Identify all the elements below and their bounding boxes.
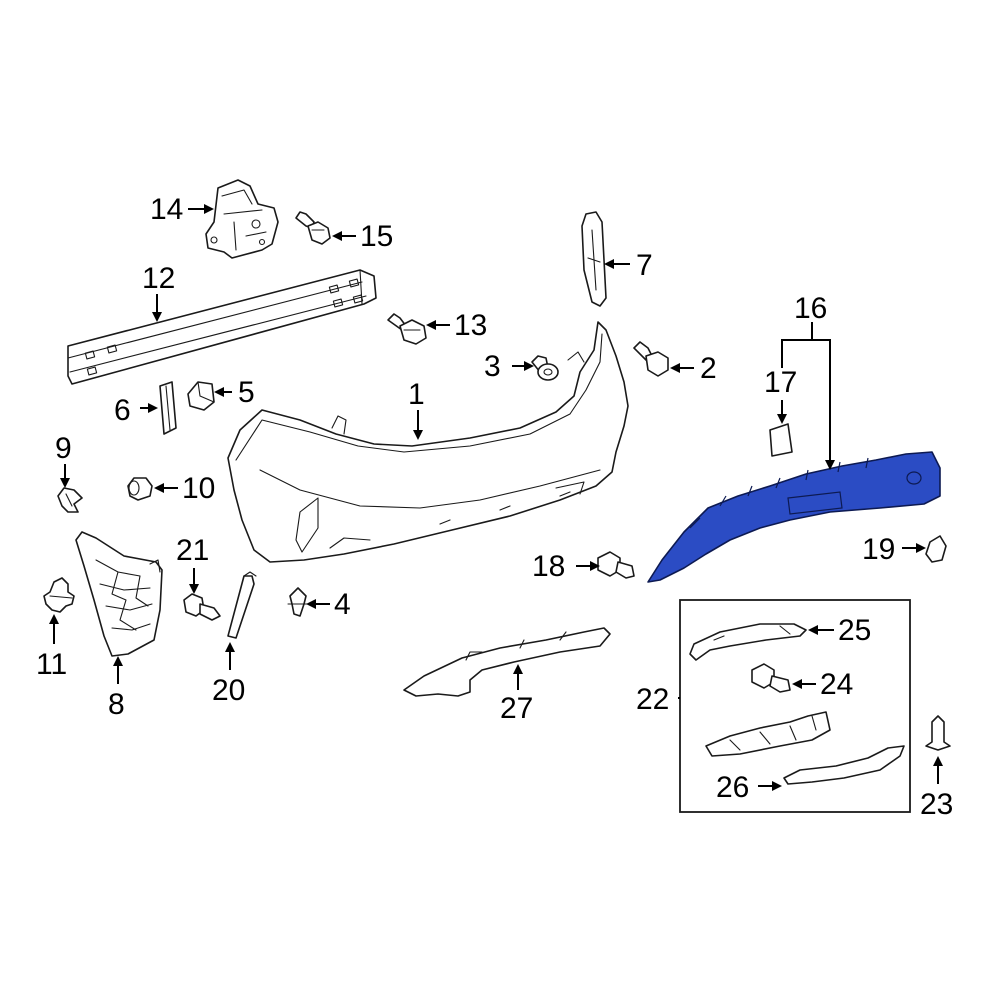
leader-lines xyxy=(49,204,943,791)
part-12-reinforcement[interactable] xyxy=(67,269,377,385)
callout-27: 27 xyxy=(500,692,533,725)
callout-26: 26 xyxy=(716,771,749,804)
callout-2: 2 xyxy=(700,352,717,385)
part-19-plug[interactable] xyxy=(925,535,947,563)
part-23-pin[interactable] xyxy=(925,715,951,751)
part-24-bolt[interactable] xyxy=(751,663,791,693)
callout-15: 15 xyxy=(360,220,393,253)
callout-16: 16 xyxy=(794,292,827,325)
callout-17: 17 xyxy=(764,366,797,399)
part-10-grommet[interactable] xyxy=(127,477,153,501)
part-17-label[interactable] xyxy=(769,423,793,457)
part-16-rear-diffuser-highlighted[interactable] xyxy=(647,451,941,583)
part-11-push-clip[interactable] xyxy=(43,577,75,613)
callout-14: 14 xyxy=(150,193,183,226)
part-6-pad[interactable] xyxy=(159,381,177,435)
callout-21: 21 xyxy=(176,534,209,567)
callout-9: 9 xyxy=(55,432,72,465)
callout-6: 6 xyxy=(114,394,131,427)
part-8-side-bracket[interactable] xyxy=(75,531,163,657)
callout-25: 25 xyxy=(838,614,871,647)
callout-18: 18 xyxy=(532,550,565,583)
part-7-side-bracket[interactable] xyxy=(581,211,607,307)
kit-22-box xyxy=(679,599,911,813)
callout-11: 11 xyxy=(36,648,67,681)
callout-24: 24 xyxy=(820,668,853,701)
callout-4: 4 xyxy=(334,588,351,621)
part-4-clip[interactable] xyxy=(287,587,309,617)
part-2-bolt[interactable] xyxy=(633,341,669,377)
callout-10: 10 xyxy=(182,472,215,505)
callout-23: 23 xyxy=(920,788,953,821)
part-5-pad[interactable] xyxy=(187,381,215,411)
part-18-bolt[interactable] xyxy=(597,551,635,579)
part-26-molding-lower[interactable] xyxy=(783,745,905,785)
part-1-bumper-cover[interactable] xyxy=(227,321,629,563)
callout-1: 1 xyxy=(408,378,425,411)
callout-3: 3 xyxy=(484,350,501,383)
part-3-fastener[interactable] xyxy=(531,355,559,381)
callout-19: 19 xyxy=(862,533,895,566)
part-27-molding[interactable] xyxy=(403,627,611,697)
callout-labels: 14 15 12 13 7 3 2 1 5 6 9 10 16 17 19 18… xyxy=(36,193,953,821)
part-20-rod[interactable] xyxy=(227,571,257,639)
callout-22: 22 xyxy=(636,683,669,716)
part-13-bolt[interactable] xyxy=(387,313,427,345)
callout-20: 20 xyxy=(212,674,245,707)
part-9-clip[interactable] xyxy=(57,487,83,513)
part-26-molding-upper[interactable] xyxy=(705,711,831,757)
callout-5: 5 xyxy=(238,376,255,409)
callout-8: 8 xyxy=(108,688,125,721)
part-15-bolt[interactable] xyxy=(295,211,331,245)
callout-13: 13 xyxy=(454,309,487,342)
part-14-bracket[interactable] xyxy=(205,179,279,259)
callout-7: 7 xyxy=(636,249,653,282)
part-25-bracket[interactable] xyxy=(689,623,807,661)
part-21-bolt[interactable] xyxy=(183,593,221,621)
callout-12: 12 xyxy=(142,262,175,295)
